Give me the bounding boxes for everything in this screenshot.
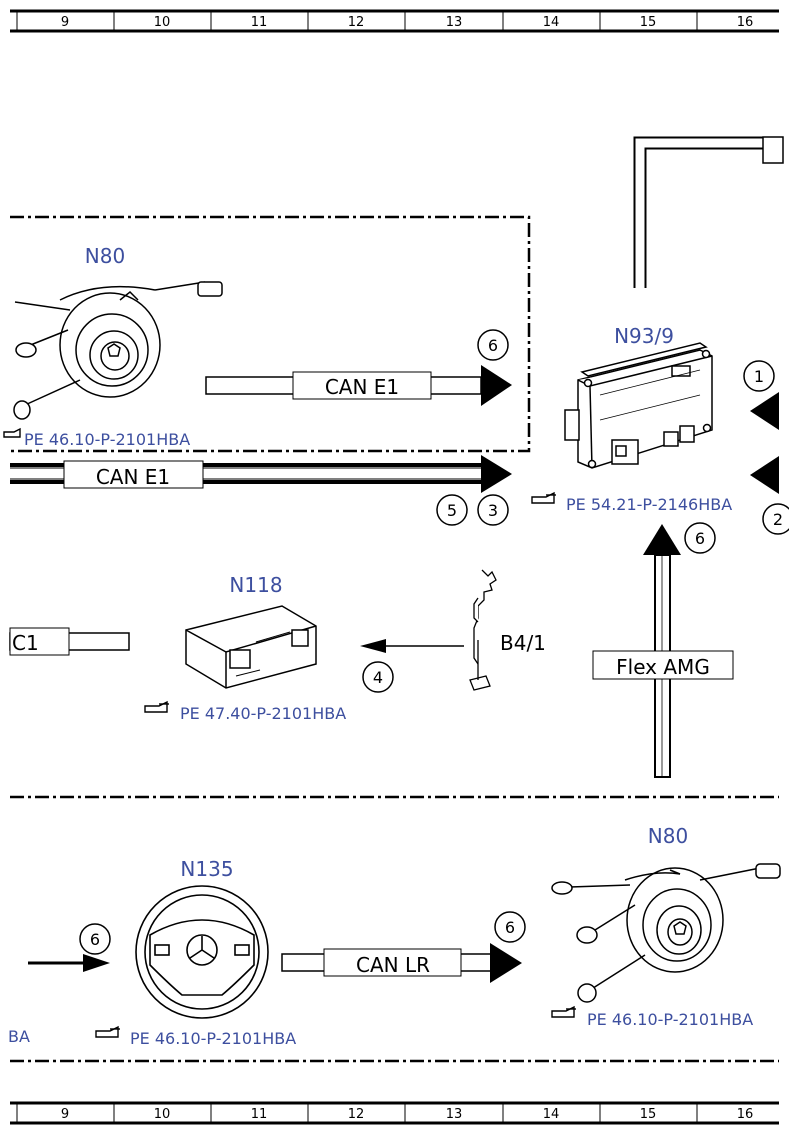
flex-amg-label: Flex AMG [616,655,710,679]
n80-top-switch-icon [13,281,223,420]
ruler-col-15: 15 [640,15,657,30]
can-lr-label: CAN LR [356,953,430,977]
ref-n135: PE 46.10-P-2101HBA [130,1029,296,1048]
ruler-bottom-col-12: 12 [348,1107,365,1122]
b4-1-label: B4/1 [500,631,546,655]
callout-4: 4 [362,661,394,693]
svg-text:6: 6 [488,336,498,355]
ruler-bottom-col-15: 15 [640,1107,657,1122]
ruler-col-11: 11 [251,15,268,30]
ruler-col-9: 9 [61,15,69,30]
top-ruler: 9 10 11 12 13 14 15 16 [10,9,779,33]
n118-label: N118 [229,573,282,597]
pointing-hand-icon [551,1005,576,1018]
c1-bus [9,627,130,656]
c1-label: C1 [12,631,39,655]
svg-text:5: 5 [447,501,457,520]
can-e1-upper-bus [205,365,512,406]
n93-9-module-icon [564,342,713,469]
arrow-in-2 [750,456,779,494]
n93-9-label: N93/9 [614,324,674,348]
n80-bottom-label: N80 [648,824,688,848]
ruler-bottom-col-14: 14 [543,1107,560,1122]
n80-bottom-switch-icon [551,863,781,1003]
callout-1-right: 1 [743,360,775,392]
svg-text:2: 2 [773,510,783,529]
ruler-bottom-col-10: 10 [154,1107,171,1122]
ruler-col-16: 16 [737,15,754,30]
b4-1-sensor-icon [469,569,497,691]
callout-6-n93: 6 [684,522,716,554]
ruler-bottom-col-9: 9 [61,1107,69,1122]
n135-input-arrow [28,954,110,972]
bottom-ruler: 9 10 11 12 13 14 15 16 [10,1101,779,1125]
callout-6-top: 6 [477,329,509,361]
svg-text:3: 3 [488,501,498,520]
can-e1-upper-label: CAN E1 [325,375,399,399]
svg-text:4: 4 [373,668,383,687]
n80-top-label: N80 [85,244,125,268]
pointing-hand-icon [144,700,169,713]
can-e1-mid-label: CAN E1 [96,465,170,489]
can-e1-mid-bus [10,455,512,493]
svg-text:6: 6 [90,930,100,949]
ruler-col-10: 10 [154,15,171,30]
n135-steering-wheel-icon [135,885,269,1019]
flex-amg-bus [592,524,734,778]
top-right-wire [633,136,784,288]
ref-n93-9: PE 54.21-P-2146HBA [566,495,732,514]
callout-3: 3 [477,494,509,526]
boundary-lines [10,215,779,1063]
callout-6-canlr: 6 [494,911,526,943]
ruler-col-12: 12 [348,15,365,30]
b4-1-signal-arrow [360,639,464,653]
ruler-col-14: 14 [543,15,560,30]
ref-n80-top: PE 46.10-P-2101HBA [24,430,190,449]
pointing-hand-icon [531,491,556,504]
ruler-col-13: 13 [446,15,463,30]
svg-text:6: 6 [505,918,515,937]
ref-left-cut: BA [8,1027,30,1046]
arrow-in-1 [750,392,779,430]
n118-module-icon [185,605,317,689]
callout-5: 5 [436,494,468,526]
svg-text:6: 6 [695,529,705,548]
ref-n80-bottom: PE 46.10-P-2101HBA [587,1010,753,1029]
pointing-hand-icon [95,1025,120,1038]
callout-6-n135: 6 [79,923,111,955]
callout-2-right: 2 [762,503,789,535]
n135-label: N135 [180,857,233,881]
ruler-bottom-col-13: 13 [446,1107,463,1122]
svg-text:1: 1 [754,367,764,386]
ruler-bottom-col-11: 11 [251,1107,268,1122]
ruler-bottom-col-16: 16 [737,1107,754,1122]
can-lr-bus [281,943,522,983]
ref-n118: PE 47.40-P-2101HBA [180,704,346,723]
pointing-hand-icon [3,427,21,438]
